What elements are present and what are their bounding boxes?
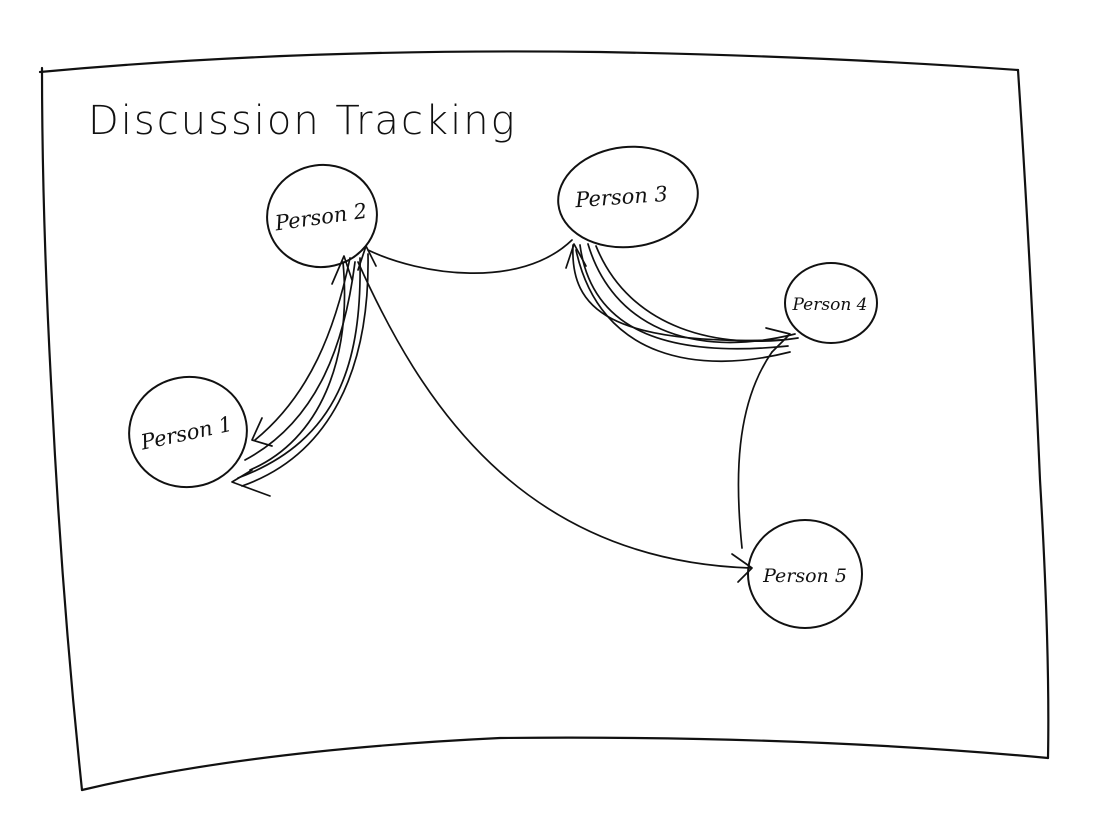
arrowhead-person5 xyxy=(731,553,753,583)
node-person4: Person 4 xyxy=(784,262,878,344)
node-person2: Person 2 xyxy=(266,163,378,269)
edge-person1-to-person2 xyxy=(241,253,369,487)
arrowhead-person1 xyxy=(251,417,273,447)
frame-bottom-edge xyxy=(80,736,1050,792)
edge-person4-to-person3 xyxy=(575,249,791,362)
edge-person2-to-person1 xyxy=(237,257,361,479)
node-person3: Person 3 xyxy=(557,145,699,249)
arrowhead-person3 xyxy=(565,243,587,269)
edge-person2-to-person1 xyxy=(244,261,356,461)
node-person1-label: Person 1 xyxy=(138,412,235,455)
node-person5-circle xyxy=(747,519,863,629)
arrowhead-person4 xyxy=(765,327,791,353)
edges xyxy=(231,239,799,583)
edge-person3-to-person2 xyxy=(367,239,573,274)
node-person3-circle xyxy=(557,145,699,249)
edge-person3-to-person4 xyxy=(572,244,783,342)
frame-right-edge xyxy=(1016,68,1050,760)
edge-person2-to-person5 xyxy=(357,261,751,569)
frame xyxy=(38,50,1050,792)
node-person1-circle xyxy=(128,375,248,489)
node-person4-label: Person 4 xyxy=(792,295,868,315)
edge-person4-to-person5 xyxy=(737,351,773,549)
edge-person4-to-person3 xyxy=(595,245,799,343)
node-person5: Person 5 xyxy=(747,519,863,629)
arrowhead-person2 xyxy=(331,255,353,285)
edge-person1-to-person2 xyxy=(249,261,346,471)
diagram-title: Discussion Tracking xyxy=(88,98,517,144)
frame-left-edge xyxy=(40,66,84,792)
frame-top-edge xyxy=(38,50,1020,74)
node-person5-label: Person 5 xyxy=(762,565,847,587)
edge-person3-to-person4 xyxy=(579,244,789,350)
node-person2-label: Person 2 xyxy=(272,199,368,236)
node-person2-circle xyxy=(266,163,378,269)
node-person4-circle xyxy=(784,262,878,344)
node-person3-label: Person 3 xyxy=(573,182,668,212)
node-person1: Person 1 xyxy=(128,375,248,489)
arrowhead-person1 xyxy=(231,469,271,497)
